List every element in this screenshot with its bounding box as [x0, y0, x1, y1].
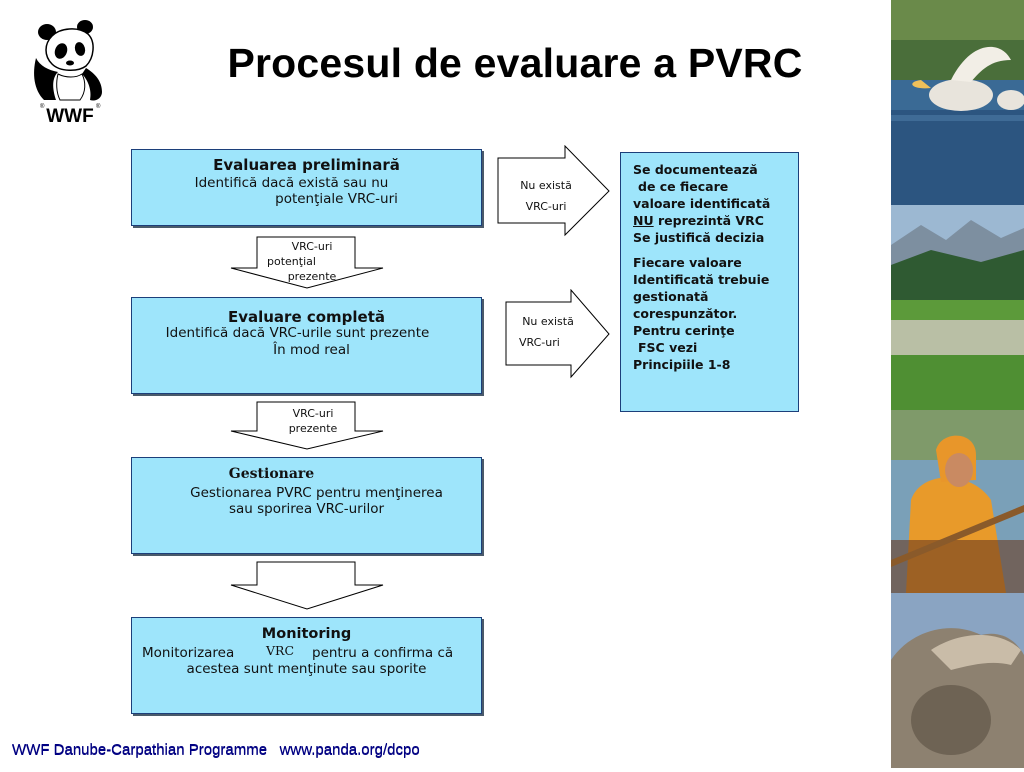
svg-text:®: ®: [40, 103, 45, 110]
box-text: Gestionarea PVRC pentru menţinerea: [190, 485, 443, 501]
arrow-label: Nu există VRC-uri: [519, 315, 574, 349]
box-text: sau sporirea VRC-urilor: [228, 501, 385, 517]
box-heading: Evaluare completă: [227, 308, 386, 326]
box-text: Identifică dacă VRC-urile sunt prezente: [165, 325, 430, 341]
box-text: În mod real: [273, 342, 350, 358]
arrow-label: Nu există VRC-uri: [520, 179, 572, 213]
arrow-label: VRC-uri potenţial prezente: [267, 240, 337, 283]
footer-text: WWF Danube-Carpathian Programme www.pand…: [12, 741, 420, 758]
mountain-sheep-photo: [891, 205, 1024, 410]
side-note-box: Se documentează de ce fiecare valoare id…: [620, 152, 799, 412]
box-text: acestea sunt menţinute sau sporite: [186, 661, 427, 677]
box-evaluare-completa: Evaluare completă Identifică dacă VRC-ur…: [131, 297, 482, 394]
box-text: potenţiale VRC-uri: [275, 191, 398, 207]
down-arrow-2: [230, 401, 384, 450]
box-text: Identifică dacă există sau nu: [194, 175, 389, 191]
wwf-text: WWF: [46, 106, 93, 127]
box-text: pentru a confirma că: [312, 645, 454, 661]
box-heading: Gestionare: [228, 466, 315, 482]
wolf-photo: [891, 593, 1024, 768]
down-arrow-3: [230, 561, 384, 610]
box-heading: Monitoring: [261, 626, 352, 642]
arrow-label: VRC-uri prezente: [288, 407, 338, 435]
pelicans-photo: [891, 0, 1024, 205]
fisherman-photo: [891, 410, 1024, 593]
box-gestionare: Gestionare Gestionarea PVRC pentru menţi…: [131, 457, 482, 554]
box-monitoring: Monitoring Monitorizarea VRC pentru a co…: [131, 617, 482, 714]
box-text: Monitorizarea: [142, 645, 235, 661]
box-text-vrc: VRC: [266, 643, 295, 658]
down-arrow-1: [230, 236, 384, 289]
svg-text:®: ®: [96, 103, 101, 110]
right-arrow-1: [497, 145, 610, 237]
wwf-logo: WWF ® ®: [30, 18, 110, 132]
box-evaluare-preliminara: Evaluarea preliminară Identifică dacă ex…: [131, 149, 482, 226]
panda-icon: WWF ® ®: [34, 20, 102, 127]
page-title: Procesul de evaluare a PVRC: [227, 40, 803, 86]
right-arrow-2: [505, 289, 610, 379]
box-heading: Evaluarea preliminară: [213, 156, 400, 174]
photo-strip: [891, 0, 1024, 768]
